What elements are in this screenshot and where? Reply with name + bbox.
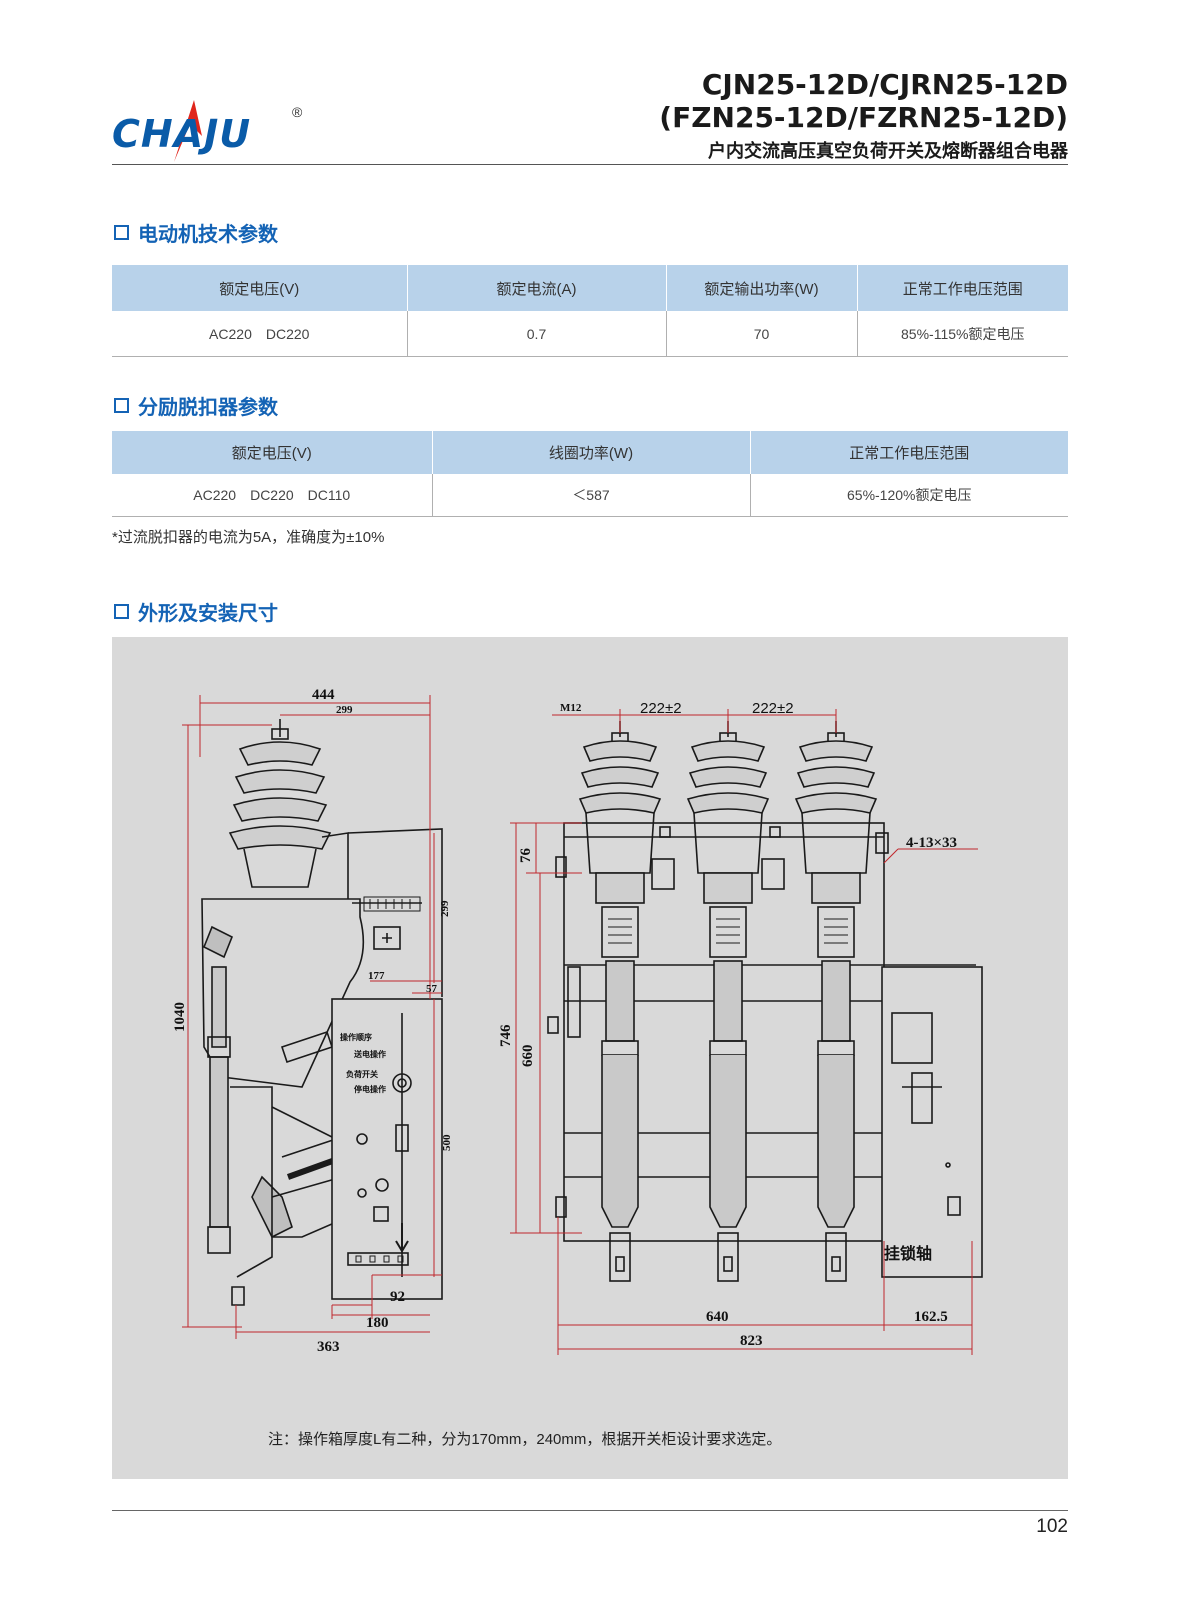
table-cell: 70 — [665, 311, 857, 357]
brand-logo-mark — [174, 100, 202, 162]
dimension-drawing-panel: 操作顺序 送电操作 负荷开关 停电操作 444 299 — [112, 637, 1068, 1479]
dim-label: 444 — [312, 687, 335, 703]
pole-3 — [794, 721, 878, 1282]
column-header: 正常工作电压范围 — [856, 265, 1068, 311]
lock-shaft-label: 挂锁轴 — [884, 1244, 932, 1263]
registered-mark: ® — [292, 104, 303, 120]
footer-divider — [112, 1510, 1068, 1511]
dim-label: 4-13×33 — [906, 835, 957, 851]
dim-label: 299 — [336, 704, 353, 716]
section-title: 电动机技术参数 — [138, 222, 278, 246]
side-insulator — [228, 719, 332, 888]
table-row: AC220 DC220 DC110 ＜587 65%-120%额定电压 — [112, 474, 1068, 517]
panel-label: 操作顺序 — [340, 1032, 372, 1042]
dimension-drawing: 操作顺序 送电操作 负荷开关 停电操作 444 299 — [172, 687, 983, 1355]
footnote: *过流脱扣器的电流为5A，准确度为±10% — [112, 529, 385, 546]
panel-label: 送电操作 — [353, 1049, 386, 1059]
table-cell: 85%-115%额定电压 — [856, 311, 1068, 357]
column-header: 额定电压(V) — [112, 265, 407, 311]
section-heading-shunt: 分励脱扣器参数 — [114, 391, 278, 420]
dim-label: 363 — [317, 1339, 340, 1355]
panel-label: 停电操作 — [354, 1084, 386, 1094]
column-header: 线圈功率(W) — [431, 431, 750, 474]
dim-label: 640 — [706, 1309, 729, 1325]
table-cell: AC220 DC220 — [112, 311, 407, 357]
brand-logo: CHAJU — [112, 112, 252, 156]
dim-label: 57 — [426, 983, 438, 995]
checkbox-square-icon — [114, 225, 129, 240]
dim-label: M12 — [560, 702, 582, 714]
front-view: M12 222±2 222±2 4-13×33 76 746 660 640 1… — [498, 700, 983, 1355]
dim-label: 823 — [740, 1333, 763, 1349]
column-header: 额定电流(A) — [406, 265, 666, 311]
section-title: 外形及安装尺寸 — [138, 601, 278, 625]
side-operating-panel: 操作顺序 送电操作 负荷开关 停电操作 — [331, 998, 443, 1300]
dim-label: 500 — [441, 1134, 453, 1151]
checkbox-square-icon — [114, 604, 129, 619]
dim-label: 162.5 — [914, 1309, 948, 1325]
table-row: AC220 DC220 0.7 70 85%-115%额定电压 — [112, 311, 1068, 357]
side-housing — [201, 898, 365, 1088]
side-fuse — [211, 966, 227, 1048]
drawing-note: 注：操作箱厚度L有二种，分为170mm，240mm，根据开关柜设计要求选定。 — [268, 1431, 782, 1448]
shunt-params-table: 额定电压(V) 线圈功率(W) 正常工作电压范围 AC220 DC220 DC1… — [112, 431, 1068, 517]
product-model-title: CJN25-12D/CJRN25-12D — [701, 68, 1068, 101]
dim-label: 222±2 — [640, 700, 682, 717]
section-heading-outline: 外形及安装尺寸 — [114, 597, 278, 626]
motor-params-table: 额定电压(V) 额定电流(A) 额定输出功率(W) 正常工作电压范围 AC220… — [112, 265, 1068, 357]
product-description-title: 户内交流高压真空负荷开关及熔断器组合电器 — [708, 141, 1068, 162]
column-header: 额定电压(V) — [112, 431, 432, 474]
table-header-row: 额定电压(V) 线圈功率(W) 正常工作电压范围 — [112, 431, 1068, 474]
checkbox-square-icon — [114, 398, 129, 413]
section-title: 分励脱扣器参数 — [138, 395, 278, 419]
header-divider — [112, 164, 1068, 165]
dim-label: 222±2 — [752, 700, 794, 717]
table-cell: ＜587 — [431, 474, 750, 517]
dim-label: 177 — [368, 970, 385, 982]
dim-label: 660 — [520, 1045, 536, 1068]
pole-1 — [578, 721, 662, 1282]
dim-label: 180 — [366, 1315, 389, 1331]
front-dimension-lines — [510, 709, 978, 1355]
page-number: 102 — [1036, 1516, 1068, 1537]
dim-label: 92 — [390, 1289, 405, 1305]
table-header-row: 额定电压(V) 额定电流(A) 额定输出功率(W) 正常工作电压范围 — [112, 265, 1068, 311]
side-dimension-lines — [182, 695, 442, 1339]
dim-label: 76 — [518, 848, 534, 864]
dim-label: 1040 — [172, 1002, 188, 1032]
table-cell: AC220 DC220 DC110 — [112, 474, 432, 517]
pole-2 — [686, 721, 770, 1282]
dim-label: 299 — [439, 900, 451, 917]
side-view: 操作顺序 送电操作 负荷开关 停电操作 444 299 — [172, 687, 453, 1355]
panel-label: 负荷开关 — [346, 1069, 378, 1079]
column-header: 额定输出功率(W) — [665, 265, 857, 311]
section-heading-motor: 电动机技术参数 — [114, 218, 278, 247]
product-alt-model-title: (FZN25-12D/FZRN25-12D) — [659, 101, 1068, 134]
dim-label: 746 — [498, 1024, 514, 1047]
table-cell: 0.7 — [406, 311, 666, 357]
column-header: 正常工作电压范围 — [749, 431, 1068, 474]
table-cell: 65%-120%额定电压 — [749, 474, 1068, 517]
